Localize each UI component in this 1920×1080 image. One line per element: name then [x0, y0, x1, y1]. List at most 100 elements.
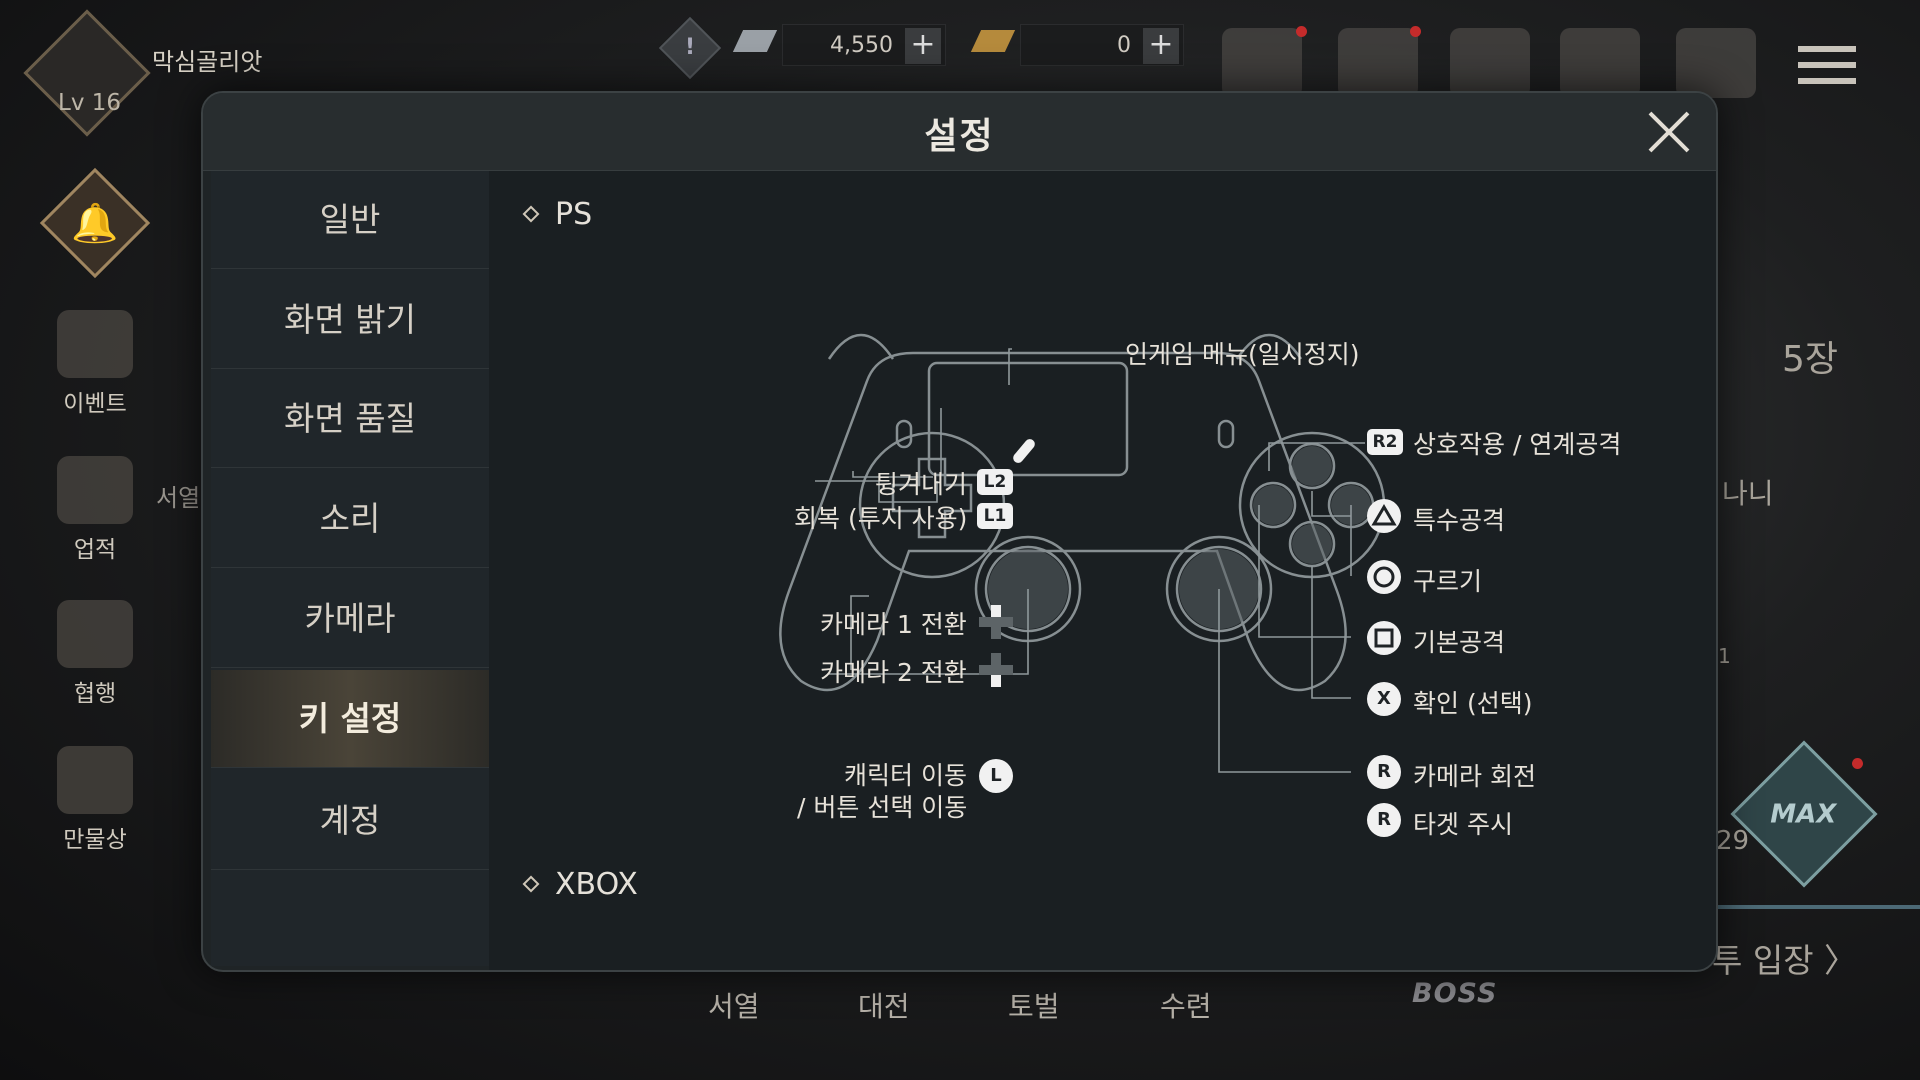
- rail-item-achievement[interactable]: 업적: [40, 456, 150, 564]
- modal-header: 설정: [203, 93, 1716, 171]
- rail-item-event[interactable]: 이벤트: [40, 310, 150, 418]
- rail-item-cooperation[interactable]: 협행: [40, 600, 150, 708]
- rail-item-shop[interactable]: 만물상: [40, 746, 150, 854]
- rail-item-label: 만물상: [63, 827, 127, 853]
- bag-icon[interactable]: [1676, 28, 1756, 98]
- section-xbox-label: XBOX: [555, 867, 638, 902]
- gold-ingot-icon: [970, 30, 1016, 52]
- silver-ingot-icon: [732, 30, 778, 52]
- right-partial-text: 나니: [1722, 477, 1774, 510]
- tab-key-settings[interactable]: 키 설정: [211, 670, 489, 768]
- tab-account[interactable]: 계정: [211, 772, 489, 870]
- close-icon: [1648, 111, 1690, 153]
- dpad-down-icon: [979, 653, 1013, 687]
- menu-touch-icon: [1013, 439, 1035, 463]
- r2-badge: R2: [1367, 429, 1403, 455]
- label-confirm: 확인 (선택): [1413, 689, 1533, 718]
- triangle-icon: [1371, 504, 1397, 526]
- rail-item-label: 이벤트: [63, 391, 127, 417]
- dpad: [891, 457, 973, 539]
- modal-title: 설정: [924, 116, 995, 157]
- currency-gold: 0 +: [1020, 24, 1184, 66]
- label-recover: 회복 (투지 사용): [794, 504, 968, 533]
- scroll-icon[interactable]: [1338, 28, 1418, 98]
- label-roll: 구르기: [1413, 567, 1483, 596]
- bottom-nav-training[interactable]: 수련: [1160, 990, 1212, 1023]
- exclamation-icon: !: [684, 35, 696, 60]
- label-ingame-menu: 인게임 메뉴(일시정지): [1125, 340, 1360, 369]
- bottom-nav-battle[interactable]: 대전: [858, 990, 910, 1023]
- label-basic-attack: 기본공격: [1413, 628, 1506, 657]
- currency-silver-amount: 4,550: [830, 33, 893, 58]
- label-camera-1: 카메라 1 전환: [820, 610, 967, 639]
- label-camera-2: 카메라 2 전환: [820, 658, 967, 687]
- currency-silver-add-button[interactable]: +: [905, 28, 941, 64]
- currency-silver: 4,550 +: [782, 24, 946, 66]
- bottom-nav-raid[interactable]: 토벌: [1008, 990, 1060, 1023]
- profile-emblem-icon[interactable]: [23, 9, 151, 137]
- settings-modal: 설정 일반 화면 밝기 화면 품질 소리 카메라 키 설정 계정 PS XBOX: [201, 91, 1718, 972]
- ps-controller-diagram: [779, 333, 1386, 773]
- l-stick-badge: L: [979, 759, 1013, 793]
- settings-sidebar: 일반 화면 밝기 화면 품질 소리 카메라 키 설정 계정: [211, 171, 489, 966]
- triangle-badge: [1367, 499, 1401, 533]
- tab-brightness[interactable]: 화면 밝기: [211, 271, 489, 369]
- event-icon: [57, 310, 133, 378]
- section-ps[interactable]: PS: [522, 197, 593, 232]
- rail-item-label: 업적: [73, 537, 117, 563]
- label-camera-rotate: 카메라 회전: [1413, 762, 1536, 791]
- currency-gold-add-button[interactable]: +: [1143, 28, 1179, 64]
- notification-dot: [1410, 26, 1421, 37]
- bell-icon[interactable]: 🔔: [39, 167, 151, 279]
- right-partial-number: 29: [1716, 826, 1750, 856]
- cross-badge: X: [1367, 682, 1401, 716]
- alert-button[interactable]: !: [658, 16, 722, 80]
- hat-icon[interactable]: [1450, 28, 1530, 98]
- l1-badge: L1: [977, 503, 1013, 529]
- section-xbox[interactable]: XBOX: [522, 867, 638, 902]
- top-hud: 막심골리앗 Lv 16 ! 4,550 + 0 +: [0, 0, 1920, 137]
- chest-icon: [57, 600, 133, 668]
- section-ps-label: PS: [555, 197, 593, 232]
- key-settings-panel: PS XBOX: [489, 171, 1716, 970]
- r2-trigger: [1235, 333, 1303, 360]
- close-button[interactable]: [1644, 107, 1694, 157]
- shop-icon: [57, 746, 133, 814]
- r-stick-badge: R: [1367, 755, 1401, 789]
- label-char-move: 캐릭터 이동: [844, 761, 967, 790]
- behind-rank-partial: 서열: [156, 484, 201, 512]
- notification-dot: [1296, 26, 1307, 37]
- left-rail: 🔔 이벤트 업적 협행 만물상: [0, 160, 190, 860]
- r3-badge: R: [1367, 803, 1401, 837]
- tab-camera[interactable]: 카메라: [211, 570, 489, 668]
- currency-gold-amount: 0: [1117, 33, 1131, 58]
- l2-trigger: [827, 333, 895, 360]
- label-target-lock: 타겟 주시: [1413, 810, 1513, 839]
- ticket-count: 5장: [1782, 339, 1839, 380]
- square-icon: [1374, 628, 1394, 648]
- max-label: MAX: [1770, 799, 1837, 830]
- pouch-icon[interactable]: [1222, 28, 1302, 98]
- menu-icon[interactable]: [1798, 46, 1856, 94]
- circle-badge: [1367, 560, 1401, 594]
- dpad-up-icon: [979, 605, 1013, 639]
- label-button-select-move: / 버튼 선택 이동: [797, 793, 968, 822]
- label-parry: 튕겨내기: [875, 470, 968, 499]
- book-icon[interactable]: [1560, 28, 1640, 98]
- notification-dot: [1852, 758, 1863, 769]
- right-partial-one: 1: [1718, 644, 1731, 668]
- boss-label: BOSS: [1412, 978, 1498, 1009]
- circle-icon: [1373, 566, 1395, 588]
- tab-general[interactable]: 일반: [211, 171, 489, 269]
- tab-sound[interactable]: 소리: [211, 470, 489, 568]
- touchpad: [927, 361, 1129, 477]
- enter-battle-button[interactable]: 투 입장 〉: [1712, 941, 1858, 980]
- label-special-attack: 특수공격: [1413, 506, 1506, 535]
- player-level: Lv 16: [58, 90, 122, 116]
- label-interact: 상호작용 / 연계공격: [1413, 430, 1622, 459]
- achievement-icon: [57, 456, 133, 524]
- bottom-nav-rank[interactable]: 서열: [708, 990, 760, 1023]
- share-button: [895, 419, 913, 449]
- rail-item-label: 협행: [73, 681, 117, 707]
- tab-quality[interactable]: 화면 품질: [211, 370, 489, 468]
